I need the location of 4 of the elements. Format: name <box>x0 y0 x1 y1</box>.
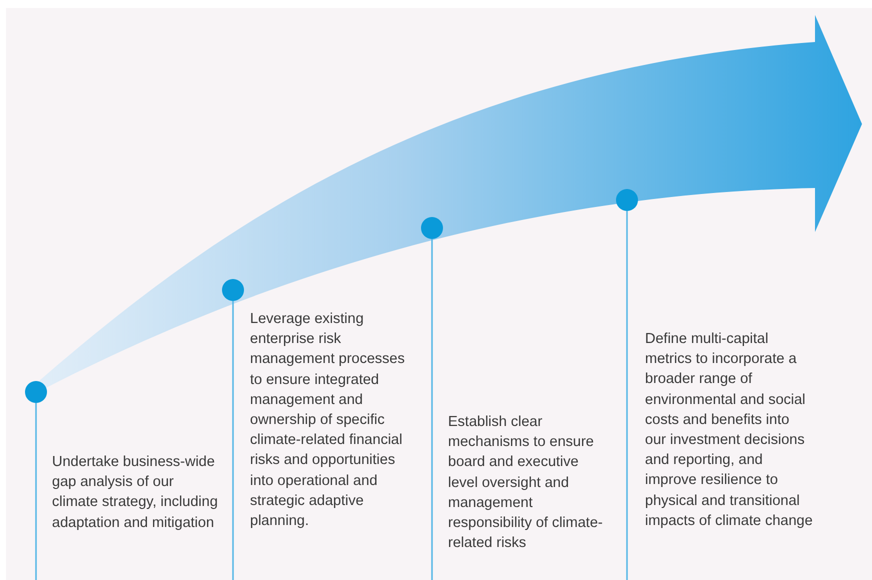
milestone-text: Define multi-capital metrics to incorporate a broader range of environmental and social costs and benefits into our investment decisions and reporting, and improve resilience to physical and transitional impacts of climate change <box>645 329 813 532</box>
milestone-text: Undertake business-wide gap analysis of our climate strategy, including adaptation and mitigation <box>52 452 220 533</box>
milestone-text: Leverage existing enterprise risk management processes to ensure integrated management and ownership of specific climate-related financial risks and opportunities into operational and strategic adaptive planning. <box>250 309 415 532</box>
milestone-text: Establish clear mechanisms to ensure board and executive level oversight and management responsibility of climate-related risks <box>448 412 608 554</box>
